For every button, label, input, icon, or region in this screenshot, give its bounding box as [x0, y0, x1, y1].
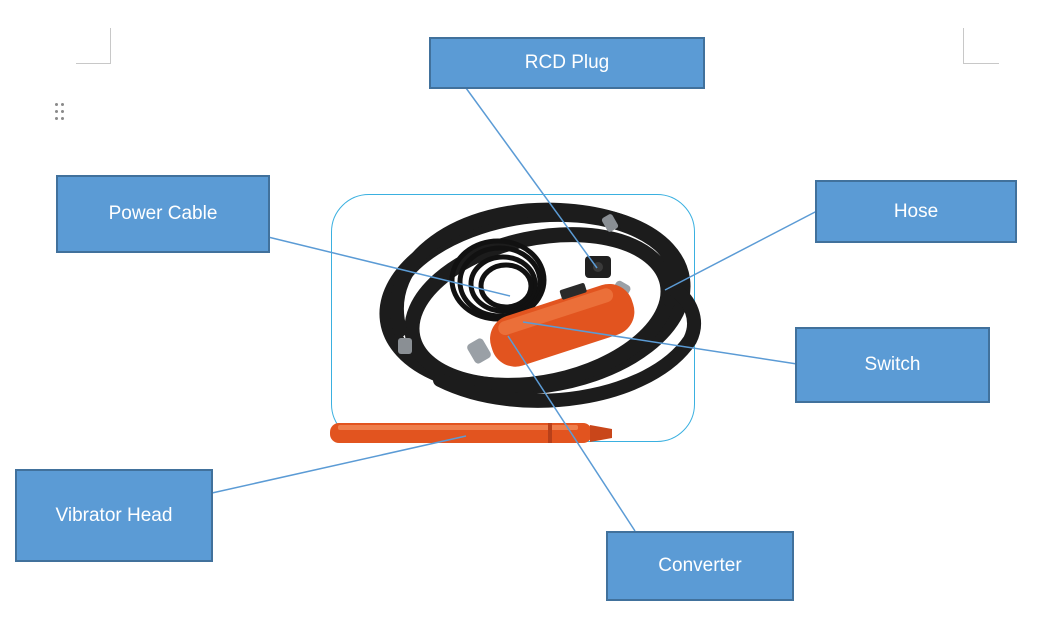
connector-line-rcd-plug	[465, 87, 598, 269]
power-cable-coil	[468, 254, 538, 314]
concrete-vibrator-image	[330, 202, 701, 443]
label-vibrator-head[interactable]: Vibrator Head	[15, 469, 213, 562]
hose-fitting	[601, 214, 619, 232]
power-cable-coil	[449, 238, 547, 322]
connector-line-converter	[507, 335, 636, 532]
connector-line-vibrator-head	[211, 435, 467, 494]
hose-coil	[404, 227, 676, 393]
drag-handle-icon[interactable]	[54, 102, 66, 122]
label-power-cable[interactable]: Power Cable	[56, 175, 270, 253]
converter-body	[490, 283, 635, 367]
power-cable-coil	[457, 245, 543, 319]
connector-line-hose	[664, 210, 818, 291]
power-cable-coil	[478, 262, 534, 310]
label-rcd-plug[interactable]: RCD Plug	[429, 37, 705, 89]
connector-line-switch	[522, 321, 798, 365]
label-vibrator-head-text: Vibrator Head	[55, 504, 173, 526]
page-corner-mark	[963, 28, 964, 64]
label-converter-text: Converter	[658, 555, 742, 576]
label-hose[interactable]: Hose	[815, 180, 1017, 243]
connector-line-power-cable	[267, 236, 511, 297]
label-converter[interactable]: Converter	[606, 531, 794, 601]
label-rcd-plug-text: RCD Plug	[524, 52, 610, 73]
page-corner-mark	[963, 63, 999, 64]
label-switch[interactable]: Switch	[795, 327, 990, 403]
page-corner-mark	[110, 28, 111, 64]
page-corner-mark	[76, 63, 111, 64]
hose-coil	[433, 283, 701, 408]
vibrator-head-body	[330, 423, 612, 443]
label-hose-text: Hose	[893, 200, 939, 222]
hose-fitting	[467, 338, 491, 364]
label-switch-text: Switch	[864, 354, 921, 375]
label-power-cable-text: Power Cable	[108, 203, 218, 224]
hose-coil	[389, 202, 682, 337]
hose-fitting	[398, 338, 412, 354]
